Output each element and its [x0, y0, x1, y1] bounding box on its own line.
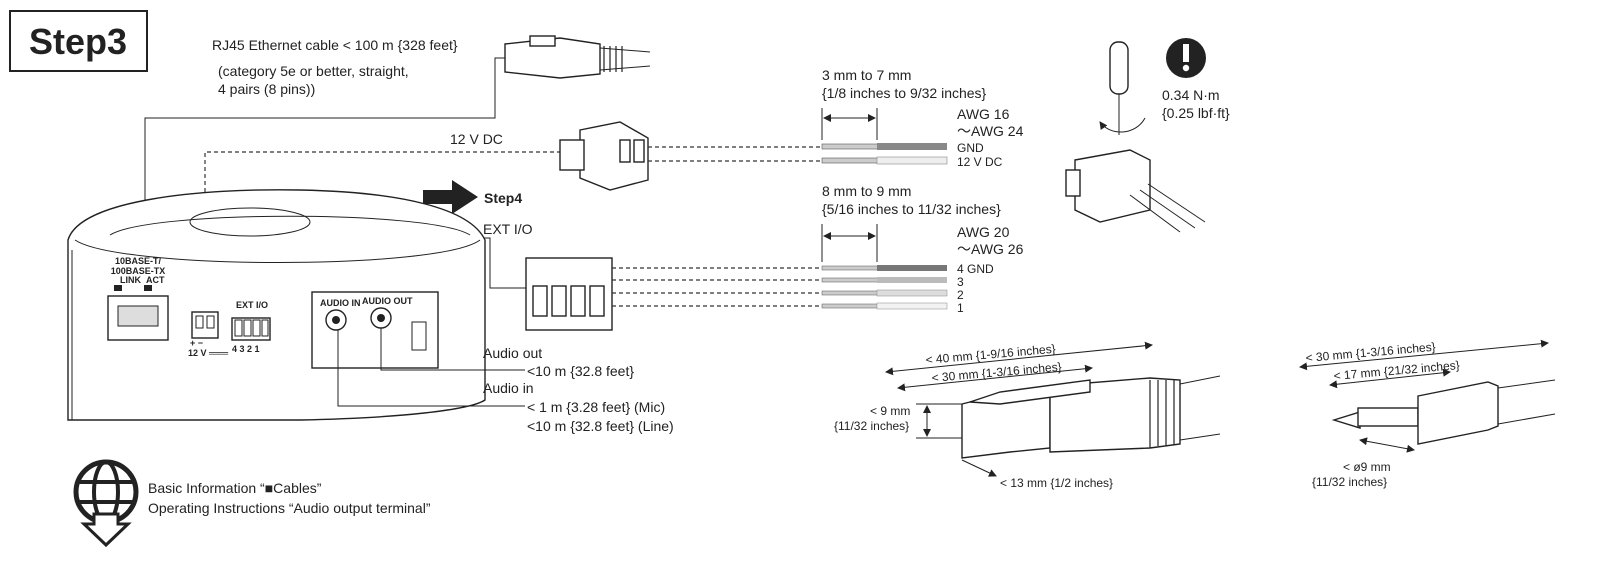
extio-wire-1: 1 [957, 301, 964, 315]
reference-line-2: Operating Instructions “Audio output ter… [148, 500, 431, 516]
power-strip-1: 3 mm to 7 mm [822, 67, 911, 83]
rj45-dimensions: < 40 mm {1-9/16 inches} < 30 mm {1-3/16 … [834, 342, 1221, 490]
rj45-title: RJ45 Ethernet cable < 100 m {328 feet} [212, 37, 458, 53]
power-wires: 3 mm to 7 mm {1/8 inches to 9/32 inches}… [821, 67, 1024, 169]
rj45-dim-height-1: < 9 mm [870, 404, 910, 418]
step-title-box: Step3 [9, 10, 148, 72]
camera-power-label: 12 V ═══ [188, 348, 229, 358]
plug-dim-dia-2: {11/32 inches} [1312, 475, 1387, 489]
extio-wire-2: 2 [957, 288, 964, 302]
power-wire-gnd: GND [957, 141, 984, 155]
camera-body: 10BASE-T/ 100BASE-TX LINK ACT + − 12 V ═… [67, 189, 486, 421]
camera-link: LINK [120, 275, 141, 285]
power-awg-2: ～AWG 24 [957, 123, 1024, 139]
arrow-right-icon [423, 180, 478, 214]
torque-value: 0.34 N·m [1162, 87, 1220, 103]
camera-lan-2: 100BASE-TX [111, 266, 166, 276]
camera-act: ACT [146, 275, 165, 285]
audio-out-length: <10 m {32.8 feet} [527, 363, 634, 379]
step4-arrow: Step4 [423, 180, 522, 214]
step4-label: Step4 [484, 190, 522, 206]
camera-power-pins: + − [190, 338, 203, 348]
extio-wire-3: 3 [957, 275, 964, 289]
extio-strip-2: {5/16 inches to 11/32 inches} [822, 201, 1001, 217]
screwdriver-illustration: 0.34 N·m {0.25 lbf·ft} [1065, 38, 1230, 233]
rj45-cable-top: RJ45 Ethernet cable < 100 m {328 feet} (… [144, 35, 651, 260]
extio-strip-1: 8 mm to 9 mm [822, 183, 911, 199]
rj45-dim-width: < 13 mm {1/2 inches} [1000, 476, 1113, 490]
web-reference: Basic Information “■Cables” Operating In… [73, 459, 431, 548]
reference-line-1: Basic Information “■Cables” [148, 480, 322, 496]
audio-in-mic: < 1 m {3.28 feet} (Mic) [527, 399, 665, 415]
rj45-note-2: 4 pairs (8 pins)) [218, 81, 315, 97]
power-label: 12 V DC [450, 131, 503, 147]
extio-awg-1: AWG 20 [957, 224, 1010, 240]
rj45-note-1: (category 5e or better, straight, [218, 63, 409, 79]
power-wire-12v: 12 V DC [957, 155, 1003, 169]
globe-download-icon [73, 459, 139, 548]
camera-audio-in: AUDIO IN [320, 298, 361, 308]
power-strip-2: {1/8 inches to 9/32 inches} [822, 85, 987, 101]
camera-extio-pins: 4 3 2 1 [232, 344, 260, 354]
audio-in-label: Audio in [483, 380, 534, 396]
audio-cables: Audio out <10 m {32.8 feet} Audio in < 1… [337, 328, 674, 434]
extio-awg-2: ～AWG 26 [957, 241, 1024, 257]
plug-dim-dia-1: < ø9 mm [1343, 460, 1391, 474]
extio-label: EXT I/O [483, 221, 533, 237]
power-awg-1: AWG 16 [957, 106, 1010, 122]
audio-in-line: <10 m {32.8 feet} (Line) [527, 418, 674, 434]
extio-wires: 8 mm to 9 mm {5/16 inches to 11/32 inche… [821, 183, 1024, 315]
extio-wire-4: 4 GND [957, 262, 994, 276]
audio-out-label: Audio out [483, 345, 542, 361]
plug-dimensions: < 30 mm {1-3/16 inches} < 17 mm {21/32 i… [1299, 340, 1556, 489]
power-connector: 12 V DC [204, 121, 822, 318]
camera-extio: EXT I/O [236, 300, 268, 310]
rj45-dim-height-2: {11/32 inches} [834, 419, 909, 433]
extio-connector: EXT I/O [247, 221, 822, 331]
step-title: Step3 [29, 21, 127, 62]
camera-audio-out: AUDIO OUT [362, 296, 413, 306]
camera-lan-1: 10BASE-T/ [115, 256, 162, 266]
torque-imperial: {0.25 lbf·ft} [1162, 105, 1230, 121]
